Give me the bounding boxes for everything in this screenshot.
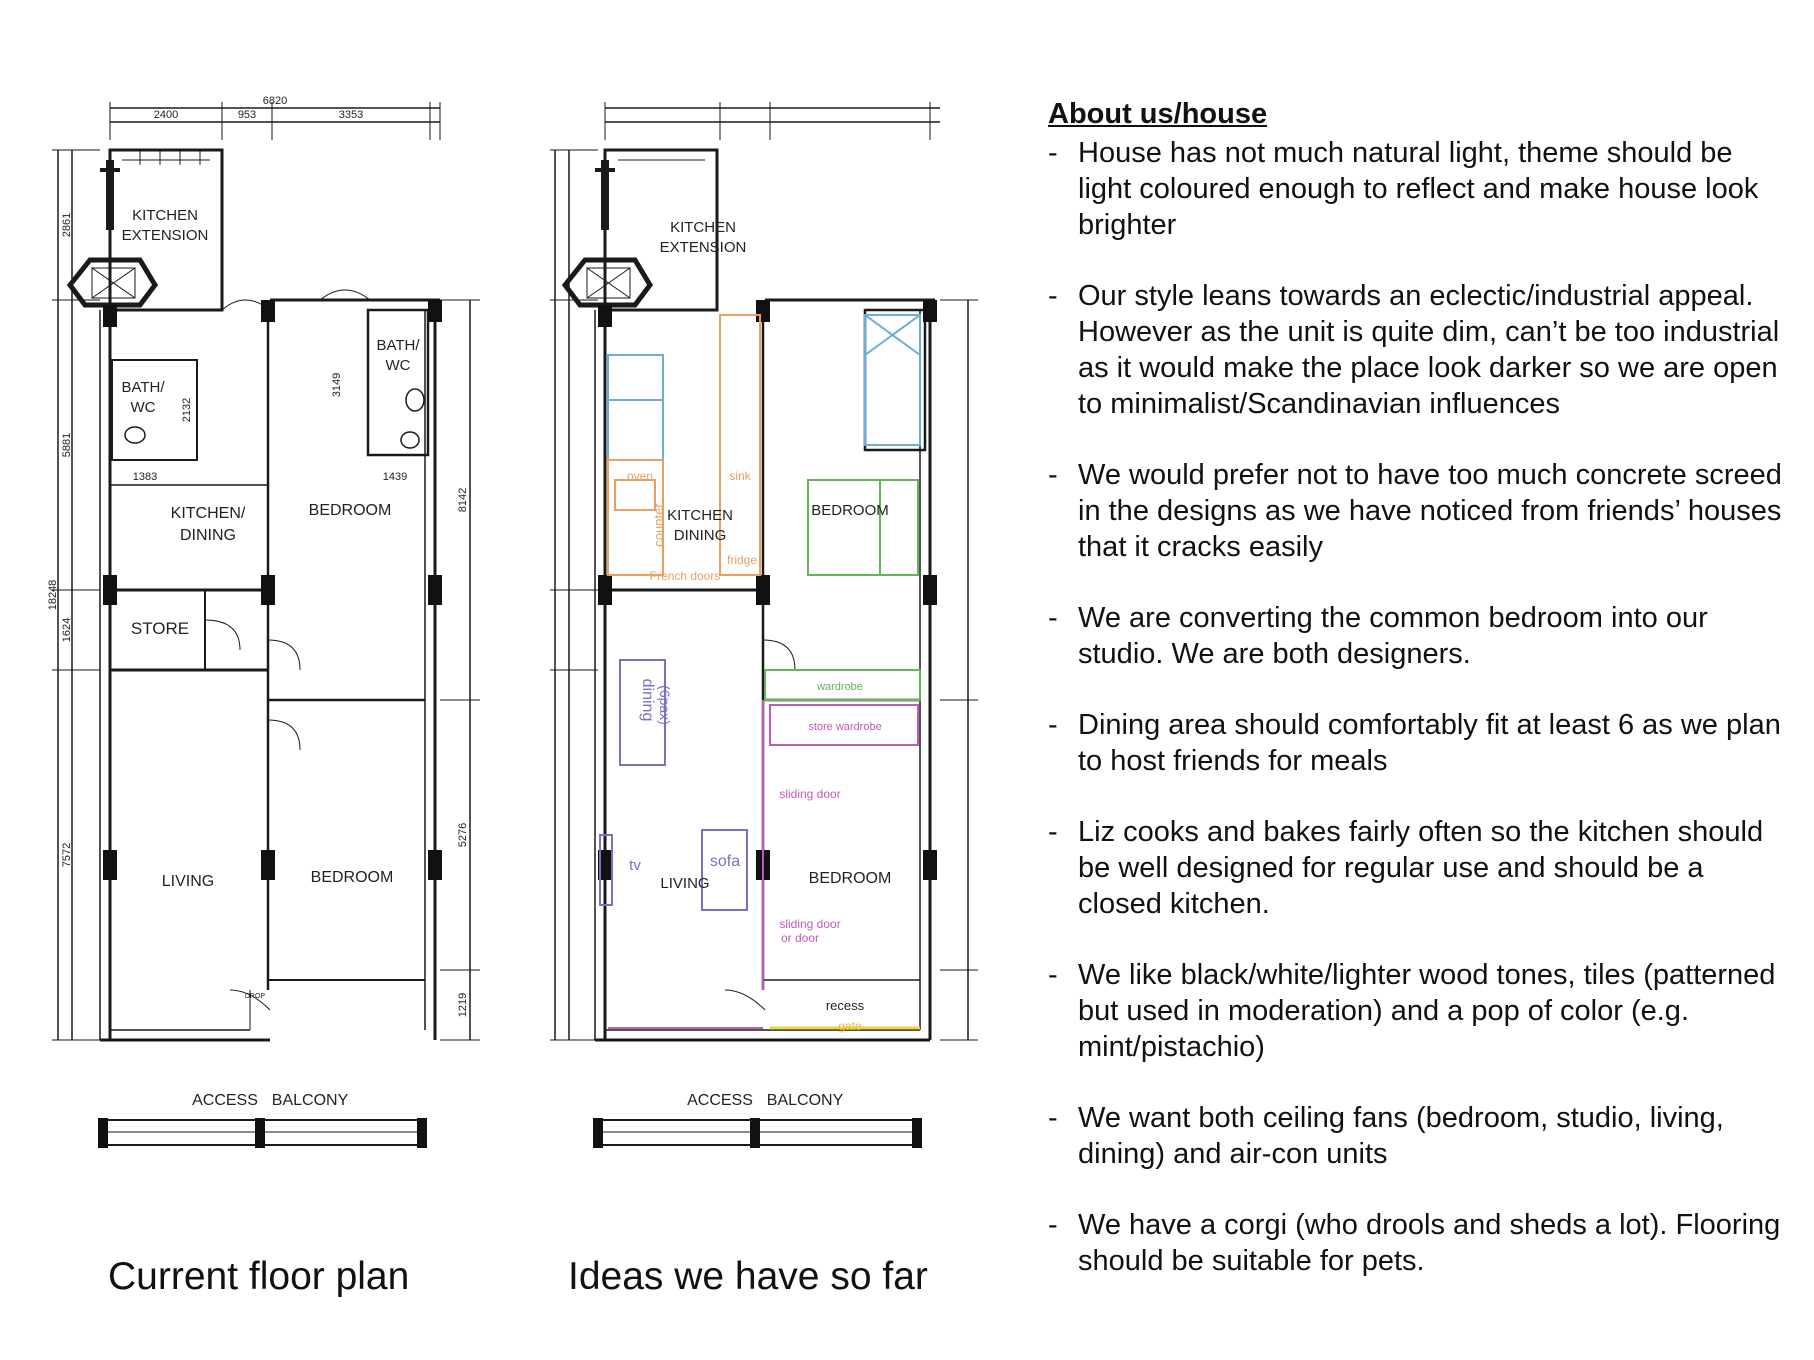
dim-w3: 3353 <box>339 109 363 121</box>
ann-oven: oven <box>627 469 653 483</box>
ann-counter: counter <box>651 503 666 547</box>
room-kitchen-dining-line2: DINING <box>180 527 236 544</box>
dim-h-right3: 1219 <box>457 993 469 1017</box>
note-text: We would prefer not to have too much con… <box>1078 459 1782 563</box>
ideas-floor-plan: KITCHEN EXTENSION KITCHEN DINING BEDROOM… <box>550 102 978 1148</box>
ann-sliding-door-2b: or door <box>781 931 819 945</box>
ideas-extension: EXTENSION <box>660 239 747 256</box>
ann-sliding-door-2a: sliding door <box>779 917 840 931</box>
caption-ideas: Ideas we have so far <box>568 1255 928 1298</box>
ann-gate: gate <box>838 1019 862 1033</box>
dim-h-kitchen-ext: 2861 <box>61 213 73 237</box>
ann-tv: tv <box>629 857 641 874</box>
room-bath-left-line1: BATH/ <box>121 379 165 396</box>
notes-list: -House has not much natural light, theme… <box>1048 135 1788 1279</box>
note-text: Liz cooks and bakes fairly often so the … <box>1078 816 1764 920</box>
ann-dining: dining <box>639 679 656 722</box>
room-living: LIVING <box>162 873 214 890</box>
note-text: We have a corgi (who drools and sheds a … <box>1078 1209 1781 1277</box>
ann-store-wardrobe: store wardrobe <box>808 721 881 733</box>
note-item: -Dining area should comfortably fit at l… <box>1048 709 1781 777</box>
dim-w1: 2400 <box>154 109 178 121</box>
room-bath-left-line2: WC <box>131 399 156 416</box>
note-item: -Liz cooks and bakes fairly often so the… <box>1048 816 1764 920</box>
note-text: We like black/white/lighter wood tones, … <box>1078 959 1776 1063</box>
note-text: We want both ceiling fans (bedroom, stud… <box>1078 1102 1724 1170</box>
dim-bath1-w: 1383 <box>133 471 157 483</box>
ideas-kitchen-ext: KITCHEN <box>670 219 736 236</box>
dim-h-living: 7572 <box>61 843 73 867</box>
ideas-dining-partial: DINING <box>674 527 727 544</box>
room-bath-right-line2: WC <box>386 357 411 374</box>
room-kitchen-ext-line1: KITCHEN <box>132 207 198 224</box>
ann-sink: sink <box>729 469 751 483</box>
note-item: -We like black/white/lighter wood tones,… <box>1048 959 1776 1063</box>
dim-h-kitchen: 5881 <box>61 433 73 457</box>
dim-h-right2: 5276 <box>457 823 469 847</box>
note-item: -House has not much natural light, theme… <box>1048 137 1759 241</box>
note-text: Our style leans towards an eclectic/indu… <box>1078 280 1780 420</box>
dim-h-total: 18248 <box>47 580 59 611</box>
dim-h-store: 1624 <box>61 618 73 642</box>
note-text: Dining area should comfortably fit at le… <box>1078 709 1781 777</box>
ideas-balcony: BALCONY <box>767 1092 844 1109</box>
notes-heading: About us/house <box>1048 98 1268 130</box>
notes-panel: About us/house -House has not much natur… <box>1048 98 1788 1314</box>
dim-h-right1: 8142 <box>457 488 469 512</box>
note-text: We are converting the common bedroom int… <box>1078 602 1708 670</box>
dim-bath1-h: 2132 <box>181 398 193 422</box>
note-item: -We want both ceiling fans (bedroom, stu… <box>1048 1102 1724 1170</box>
note-item: -Our style leans towards an eclectic/ind… <box>1048 280 1780 420</box>
ideas-bedroom-bottom: BEDROOM <box>809 870 892 887</box>
dim-total-width: 6820 <box>263 95 287 107</box>
note-item: -We would prefer not to have too much co… <box>1048 459 1782 563</box>
note-item: -We have a corgi (who drools and sheds a… <box>1048 1209 1781 1277</box>
ideas-living: LIVING <box>660 875 709 892</box>
room-store: STORE <box>131 619 189 638</box>
ann-recess: recess <box>826 998 865 1013</box>
label-access: ACCESS <box>192 1092 258 1109</box>
ann-sliding-door: sliding door <box>779 787 840 801</box>
ideas-bedroom-top: BEDROOM <box>811 502 889 519</box>
ann-wardrobe: wardrobe <box>816 681 863 693</box>
room-bedroom-bottom: BEDROOM <box>311 869 394 886</box>
dim-bath2-h: 3149 <box>331 373 343 397</box>
label-drop: DROP <box>245 993 266 1000</box>
note-item: -We are converting the common bedroom in… <box>1048 602 1708 670</box>
label-balcony: BALCONY <box>272 1092 349 1109</box>
caption-current: Current floor plan <box>108 1255 410 1298</box>
note-text: House has not much natural light, theme … <box>1078 137 1759 241</box>
ideas-access: ACCESS <box>687 1092 753 1109</box>
ann-sofa: sofa <box>710 853 740 870</box>
ideas-kitchen-partial: KITCHEN <box>667 507 733 524</box>
current-floor-plan: 6820 2400 953 3353 2861 5881 18248 1624 … <box>47 95 480 1148</box>
dim-w2: 953 <box>238 109 256 121</box>
room-bedroom-top: BEDROOM <box>309 502 392 519</box>
ann-fridge: fridge <box>727 553 757 567</box>
room-kitchen-ext-line2: EXTENSION <box>122 227 209 244</box>
ann-dining-pax: (6pax) <box>657 685 673 725</box>
dim-bath2-w: 1439 <box>383 471 407 483</box>
room-bath-right-line1: BATH/ <box>376 337 420 354</box>
ann-french-doors: French doors <box>650 569 721 583</box>
room-kitchen-dining-line1: KITCHEN/ <box>171 505 246 522</box>
